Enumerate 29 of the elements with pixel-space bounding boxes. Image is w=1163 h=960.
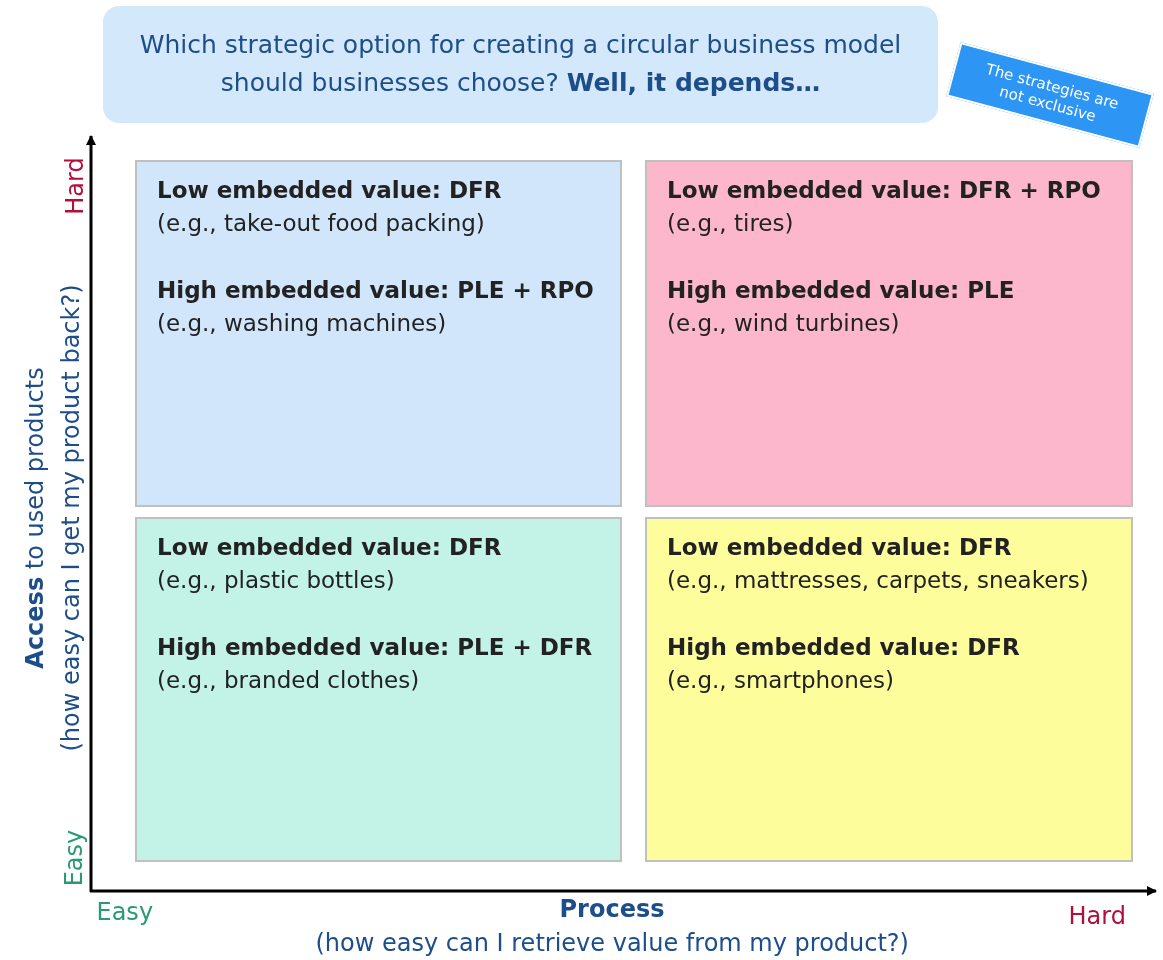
strategy-heading: Low embedded value: DFR + RPO [667, 176, 1102, 205]
example-text: (e.g., smartphones) [667, 666, 895, 695]
axis-subtitle: (how easy can I retrieve value from my product?) [315, 928, 909, 958]
example-text: (e.g., mattresses, carpets, sneakers) [667, 566, 1090, 595]
quadrant-box [135, 517, 622, 862]
strategy-heading: High embedded value: PLE [667, 276, 1016, 305]
axis-end-label: Hard [1068, 901, 1126, 931]
quadrant-box [645, 160, 1133, 507]
axis-end-label: Easy [96, 897, 154, 927]
strategy-heading: High embedded value: PLE + RPO [157, 276, 595, 305]
example-text: (e.g., tires) [667, 209, 795, 238]
strategy-heading: High embedded value: PLE + DFR [157, 633, 594, 662]
axis-end-label: Hard [59, 157, 90, 215]
axis-subtitle: (how easy can I get my product back?) [55, 284, 86, 752]
title-banner: Which strategic option for creating a circular business model should businesses choose? Well, it depends… [103, 6, 938, 123]
axis-title: Process [559, 894, 665, 924]
strategy-heading: Low embedded value: DFR [667, 533, 1013, 562]
example-text: (e.g., plastic bottles) [157, 566, 396, 595]
quadrant-box [645, 517, 1133, 862]
example-text: (e.g., take-out food packing) [157, 209, 486, 238]
axis-title: Access to used products [19, 367, 50, 669]
strategy-heading: Low embedded value: DFR [157, 176, 503, 205]
strategy-heading: Low embedded value: DFR [157, 533, 503, 562]
quadrant-box [135, 160, 622, 507]
example-text: (e.g., branded clothes) [157, 666, 421, 695]
example-text: (e.g., wind turbines) [667, 309, 901, 338]
example-text: (e.g., washing machines) [157, 309, 448, 338]
axis-end-label: Easy [58, 829, 89, 887]
strategy-heading: High embedded value: DFR [667, 633, 1021, 662]
